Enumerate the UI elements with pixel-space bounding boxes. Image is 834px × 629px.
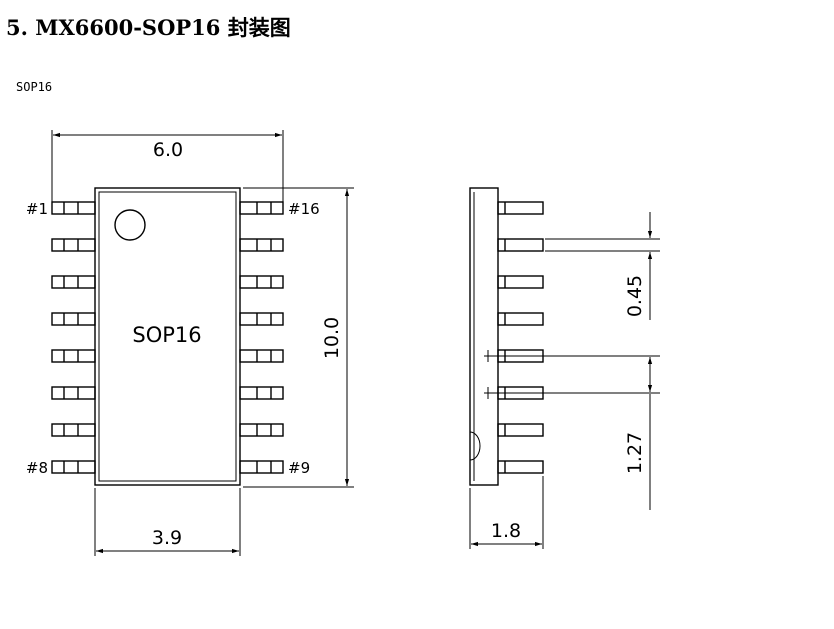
side-body [469,187,499,486]
pin1-label: #1 [26,200,48,218]
dim-thickness [469,476,544,549]
dim-overall-width [51,130,284,202]
dim-body-width-label: 3.9 [152,527,182,549]
dim-body-length [243,187,354,488]
pin8-label: #8 [26,459,48,477]
dim-body-width [94,488,241,556]
package-label: SOP16 [16,80,53,94]
pin1-marker [114,209,146,241]
top-view [51,187,284,486]
pin9-label: #9 [288,459,310,477]
package-body [94,187,241,486]
pin16-label: #16 [288,200,320,218]
dim-pin-pitch [484,350,660,510]
dim-pin-pitch-label: 1.27 [624,432,646,474]
dim-overall-width-label: 6.0 [153,139,183,161]
dim-thickness-label: 1.8 [491,520,521,542]
side-view [469,187,544,486]
dim-pin-width-label: 0.45 [624,275,646,317]
body-label: SOP16 [132,323,201,347]
page-title: 5. MX6600-SOP16 封装图 [6,15,291,40]
dim-pin-width [545,212,660,320]
left-pins [51,201,96,474]
dim-body-length-label: 10.0 [321,317,343,359]
right-pins [239,201,284,474]
side-pins [497,201,544,474]
